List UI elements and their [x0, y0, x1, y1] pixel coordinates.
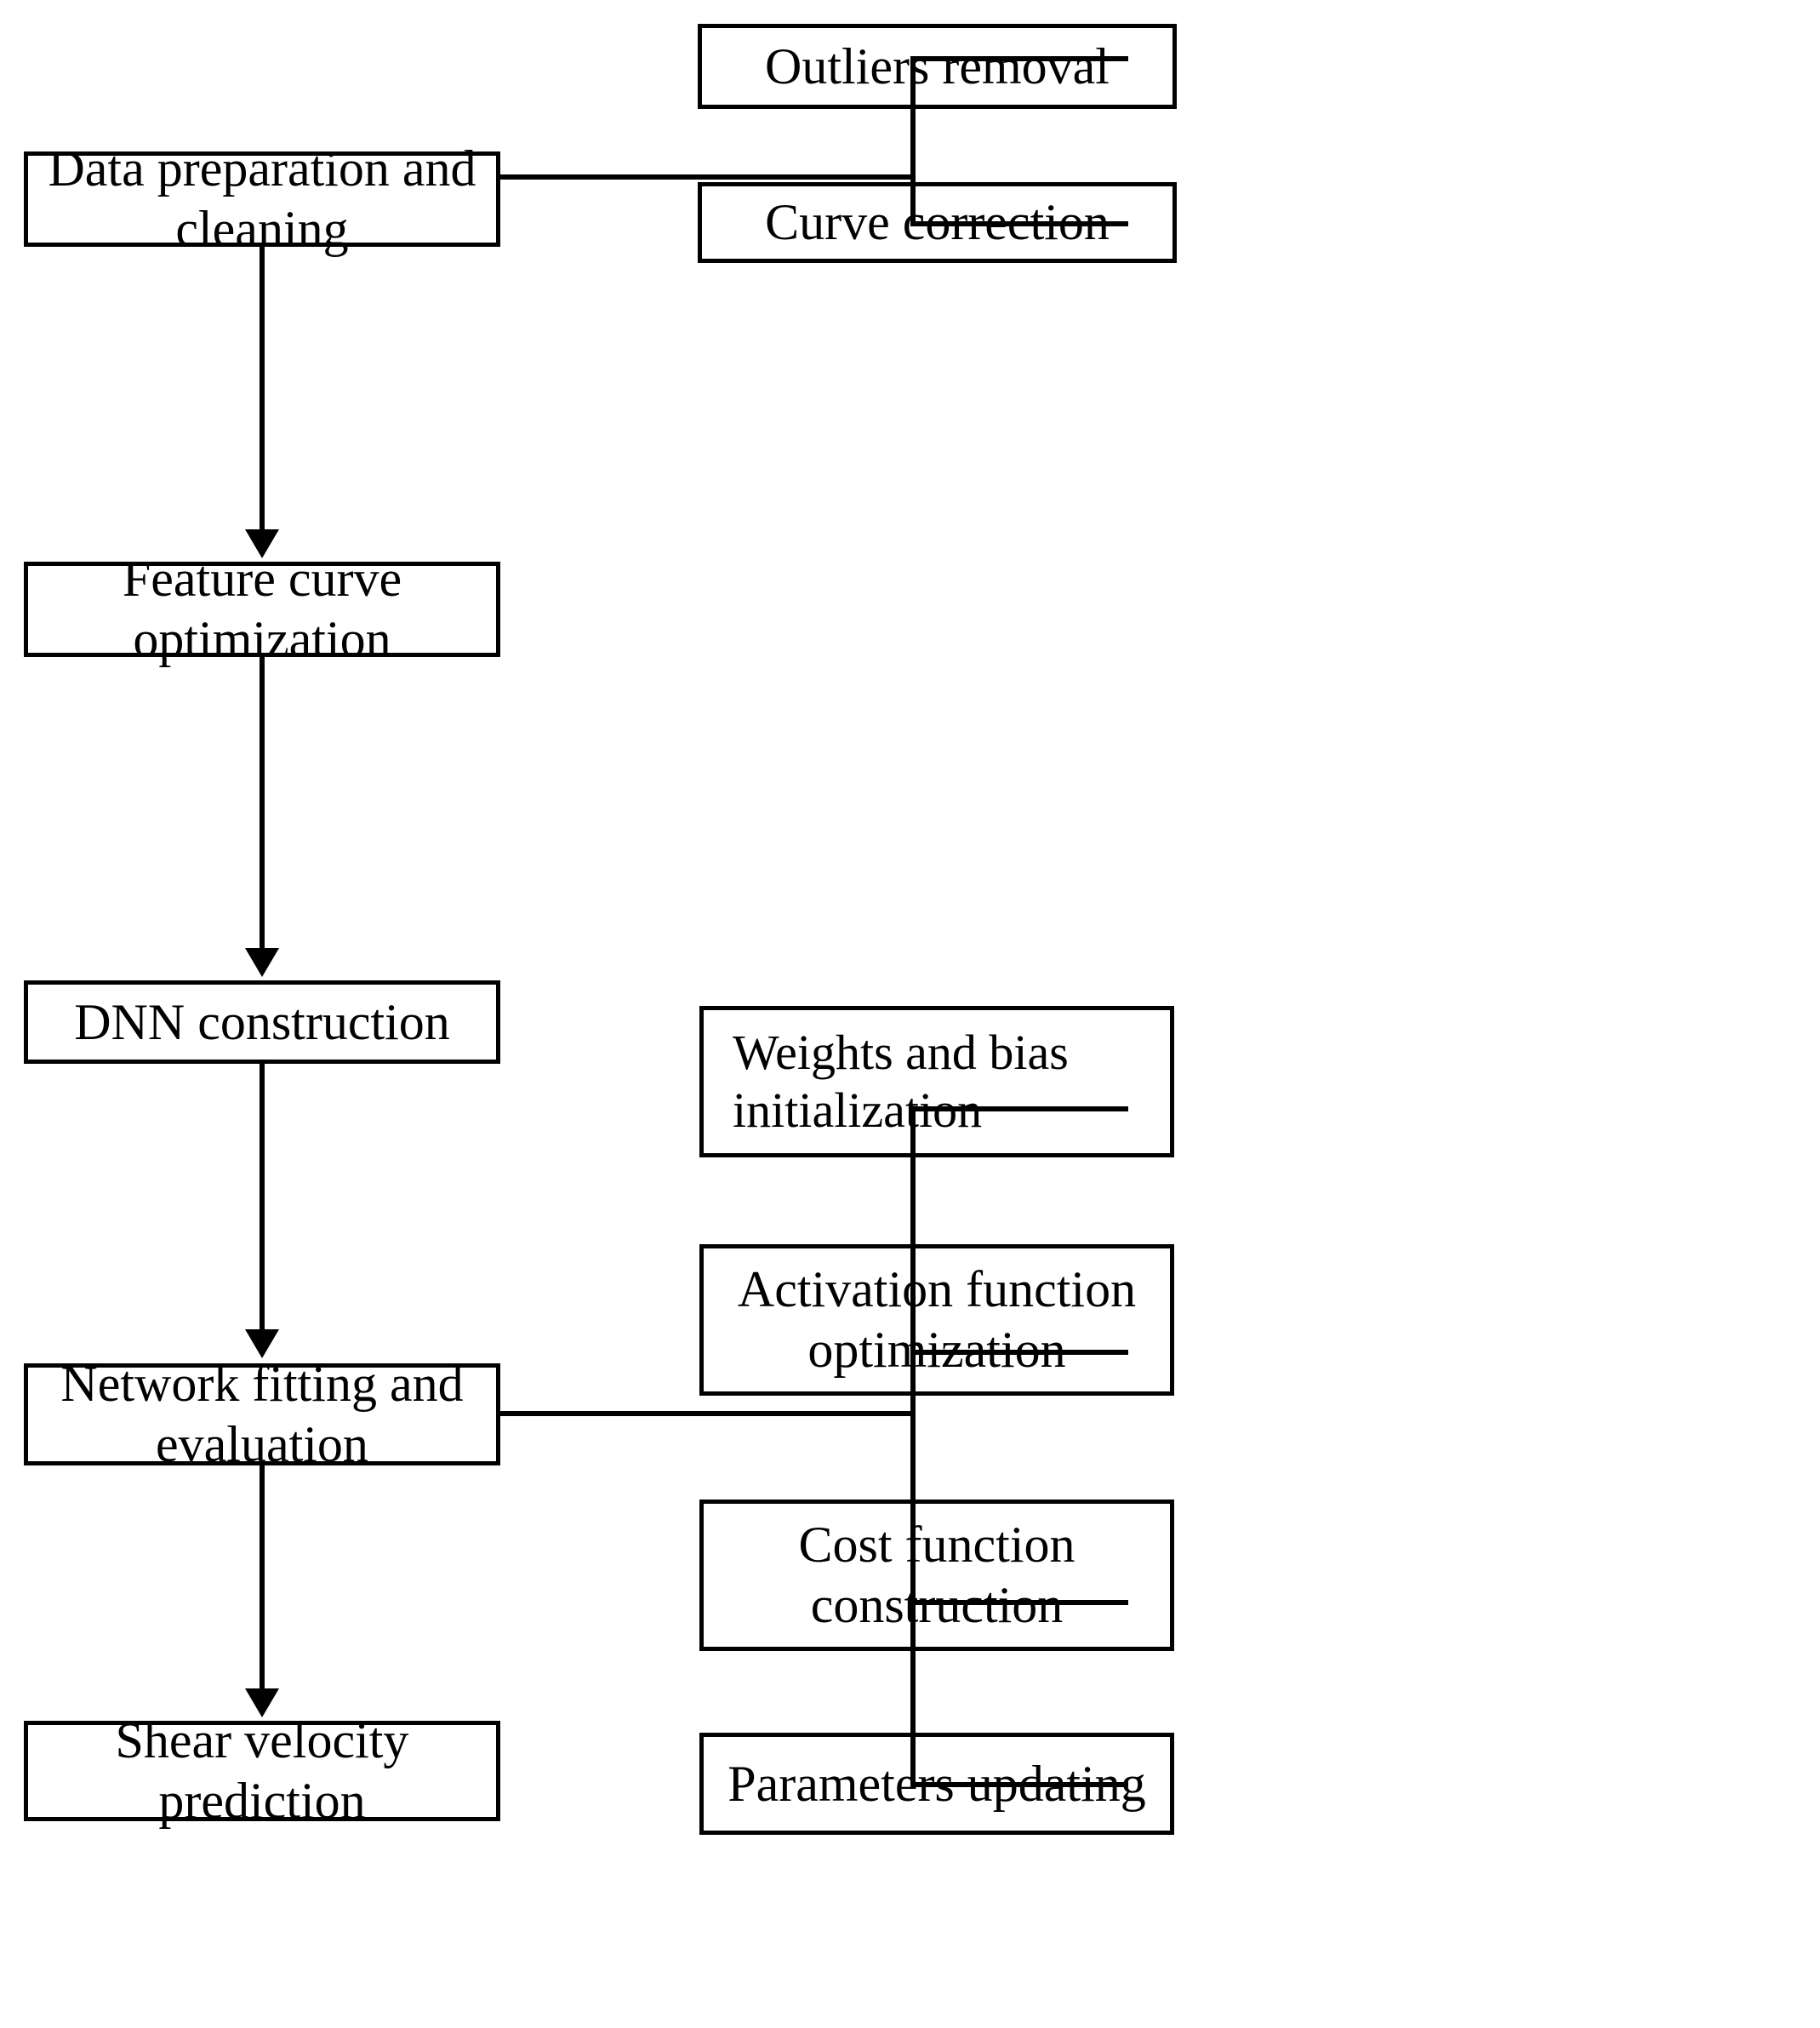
connector-network-fitting-to-shear-velocity: [260, 1465, 265, 1692]
node-dnn-construction[interactable]: DNN construction: [24, 980, 500, 1064]
node-label: Weights and bias initialization: [733, 1024, 1069, 1138]
connector-network-branch-to-activation-function-optimization: [910, 1350, 1128, 1355]
node-feature-curve-optimization[interactable]: Feature curve optimization: [24, 551, 500, 667]
node-activation-function-optimization[interactable]: Activation function optimization: [699, 1244, 1174, 1396]
node-outliers-removal[interactable]: Outliers removal: [698, 24, 1177, 109]
node-label: Activation function optimization: [737, 1261, 1137, 1378]
node-data-preparation-and-cleaning[interactable]: Data preparation and cleaning: [24, 140, 500, 257]
connector-network-branch-spine: [910, 1106, 916, 1787]
connector-network-branch-to-weights-and-bias-initialization: [910, 1106, 1128, 1111]
connector-prep-branch-stem: [500, 174, 916, 180]
arrowhead-dnn-to-network-fitting: [245, 1329, 279, 1358]
node-label: Data preparation and cleaning: [48, 140, 476, 257]
connector-prep-to-feature: [260, 247, 265, 533]
node-label: Network fitting and evaluation: [60, 1356, 464, 1472]
node-cost-function-construction[interactable]: Cost function construction: [699, 1500, 1174, 1651]
node-label: Feature curve optimization: [122, 551, 402, 667]
node-shear-velocity-prediction[interactable]: Shear velocity prediction: [24, 1712, 500, 1829]
connector-dnn-to-network-fitting: [260, 1064, 265, 1333]
node-label: Shear velocity prediction: [115, 1712, 409, 1829]
connector-prep-branch-spine: [910, 56, 916, 226]
node-label: Cost function construction: [798, 1517, 1075, 1633]
node-label: Outliers removal: [765, 37, 1110, 94]
node-network-fitting-and-evaluation[interactable]: Network fitting and evaluation: [24, 1356, 500, 1472]
node-label: DNN construction: [74, 993, 450, 1050]
arrowhead-prep-to-feature: [245, 529, 279, 558]
connector-network-branch-to-parameters-updating: [910, 1782, 1128, 1787]
node-weights-and-bias-initialization[interactable]: Weights and bias initialization: [699, 1006, 1174, 1157]
connector-prep-branch-to-curve-correction: [910, 221, 1128, 226]
connector-feature-to-dnn: [260, 657, 265, 951]
connector-network-branch-to-cost-function-construction: [910, 1600, 1128, 1605]
connector-network-branch-stem: [500, 1411, 916, 1416]
arrowhead-network-fitting-to-shear-velocity: [245, 1688, 279, 1717]
connector-prep-branch-to-outliers-removal: [910, 56, 1128, 61]
arrowhead-feature-to-dnn: [245, 948, 279, 977]
